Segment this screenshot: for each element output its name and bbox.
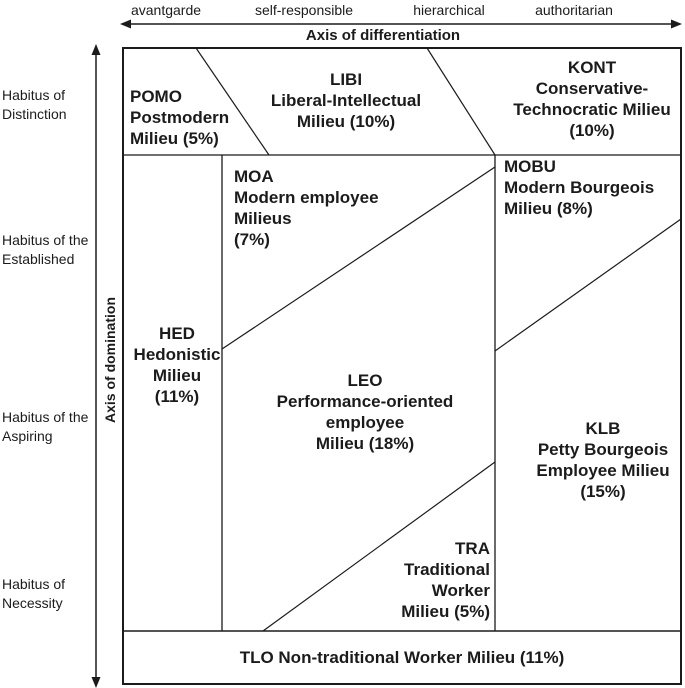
habitus-line: Habitus of xyxy=(2,87,66,103)
region-line: Milieu (18%) xyxy=(315,434,415,453)
region-leo: LEO Performance-oriented employee Milieu… xyxy=(277,370,454,454)
habitus-distinction-label: Habitus of Distinction xyxy=(2,86,67,124)
region-line: Milieu (5%) xyxy=(401,602,490,621)
domination-axis-title: Axis of domination xyxy=(102,297,118,423)
region-pomo: POMO Postmodern Milieu (5%) xyxy=(130,86,229,149)
arrow-down-icon xyxy=(91,677,101,688)
region-line: Milieus xyxy=(234,209,292,228)
differentiation-axis-title: Axis of differentiation xyxy=(305,27,461,44)
habitus-line: Established xyxy=(2,251,75,267)
pomo-libi-diagonal xyxy=(195,47,270,156)
habitus-line: Habitus of the xyxy=(2,409,89,425)
habitus-line: Aspiring xyxy=(2,428,53,444)
region-line: TLO Non-traditional Worker Milieu (11%) xyxy=(239,648,565,667)
top-category-self-responsible: self-responsible xyxy=(254,2,354,18)
region-line: POMO xyxy=(130,87,182,106)
region-line: Conservative- xyxy=(535,79,649,98)
region-line: (15%) xyxy=(580,482,626,501)
region-line: KONT xyxy=(567,58,617,77)
region-line: Performance-oriented xyxy=(276,392,454,411)
arrow-left-icon xyxy=(120,19,131,29)
leo-tra-diagonal xyxy=(262,461,496,632)
habitus-line: Distinction xyxy=(2,106,67,122)
region-line: Worker xyxy=(431,581,490,600)
region-libi: LIBI Liberal-Intellectual Milieu (10%) xyxy=(271,69,421,132)
top-category-authoritarian: authoritarian xyxy=(535,2,613,18)
region-tlo: TLO Non-traditional Worker Milieu (11%) xyxy=(240,647,565,668)
region-moa: MOA Modern employee Milieus (7%) xyxy=(234,166,379,250)
habitus-aspiring-label: Habitus of the Aspiring xyxy=(2,408,88,446)
region-line: Milieu (5%) xyxy=(130,129,219,148)
mobu-klb-diagonal xyxy=(494,218,682,352)
habitus-line: Habitus of the xyxy=(2,232,89,248)
region-line: Modern Bourgeois xyxy=(504,178,655,197)
libi-kont-diagonal xyxy=(426,47,496,156)
habitus-line: Habitus of xyxy=(2,576,66,592)
region-line: Employee Milieu xyxy=(536,461,670,480)
region-line: (11%) xyxy=(154,387,200,406)
region-kont: KONT Conservative- Technocratic Milieu (… xyxy=(513,57,670,141)
arrow-up-icon xyxy=(91,44,101,55)
region-klb: KLB Petty Bourgeois Employee Milieu (15%… xyxy=(536,418,669,502)
region-line: Milieu (10%) xyxy=(296,112,396,131)
region-line: Liberal-Intellectual xyxy=(270,91,422,110)
region-line: Modern employee xyxy=(234,188,379,207)
region-line: LEO xyxy=(347,371,383,390)
region-line: LIBI xyxy=(329,70,363,89)
region-line: Petty Bourgeois xyxy=(537,440,669,459)
top-category-hierarchical: hierarchical xyxy=(413,2,485,18)
top-category-avantgarde: avantgarde xyxy=(130,2,202,18)
region-line: Postmodern xyxy=(130,108,230,127)
region-hed: HED Hedonistic Milieu (11%) xyxy=(134,323,221,407)
diagram-border xyxy=(122,47,682,685)
region-tra: TRA Traditional Worker Milieu (5%) xyxy=(401,538,490,622)
habitus-necessity-label: Habitus of Necessity xyxy=(2,575,65,613)
region-line: Hedonistic xyxy=(133,345,221,364)
arrow-right-icon xyxy=(671,19,682,29)
region-line: Milieu (8%) xyxy=(504,199,593,218)
region-mobu: MOBU Modern Bourgeois Milieu (8%) xyxy=(504,156,654,219)
habitus-line: Necessity xyxy=(2,595,63,611)
region-line: KLB xyxy=(585,419,621,438)
region-line: Milieu xyxy=(152,366,202,385)
region-line: TRA xyxy=(455,539,490,558)
moa-leo-diagonal xyxy=(221,166,496,350)
region-line: employee xyxy=(325,413,405,432)
region-line: MOA xyxy=(234,167,274,186)
region-line: Traditional xyxy=(404,560,490,579)
region-line: MOBU xyxy=(504,157,556,176)
region-line: (7%) xyxy=(234,230,270,249)
region-line: Technocratic Milieu xyxy=(513,100,671,119)
region-line: (10%) xyxy=(569,121,615,140)
habitus-established-label: Habitus of the Established xyxy=(2,231,88,269)
region-line: HED xyxy=(159,324,195,343)
